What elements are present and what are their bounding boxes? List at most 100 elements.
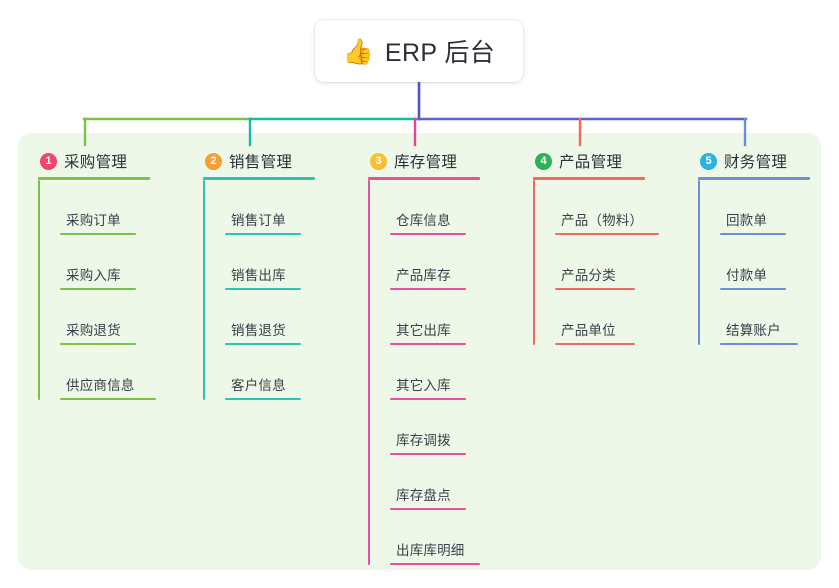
leaf-node[interactable]: 采购订单 <box>38 180 150 235</box>
leaf-node-label: 采购订单 <box>66 213 121 228</box>
leaf-node-label: 产品分类 <box>561 268 616 283</box>
leaf-node-underline <box>390 343 466 345</box>
leaf-node[interactable]: 回款单 <box>698 180 810 235</box>
leaf-node[interactable]: 产品单位 <box>533 290 645 345</box>
leaf-node-label: 客户信息 <box>231 378 286 393</box>
leaf-node-underline <box>225 233 301 235</box>
leaf-node-underline <box>390 233 466 235</box>
branch-leaf-list: 产品（物料） 产品分类产品单位 <box>533 180 659 345</box>
leaf-node-underline <box>225 343 301 345</box>
branch-spine <box>698 180 700 345</box>
leaf-node[interactable]: 付款单 <box>698 235 810 290</box>
leaf-node-label: 结算账户 <box>726 323 781 338</box>
leaf-node[interactable]: 销售出库 <box>203 235 315 290</box>
branch-leaf-list: 回款单付款单结算账户 <box>698 180 810 345</box>
leaf-node-underline <box>60 343 136 345</box>
leaf-node-underline <box>390 563 480 565</box>
branch-title: 库存管理 <box>394 154 458 171</box>
leaf-node-label: 产品（物料） <box>561 213 644 228</box>
leaf-node-underline <box>390 453 466 455</box>
leaf-node[interactable]: 产品库存 <box>368 235 480 290</box>
branch-header-underline <box>698 177 810 180</box>
branch-index-badge: 1 <box>40 152 57 170</box>
branch-leaf-list: 销售订单销售出库销售退货客户信息 <box>203 180 315 400</box>
leaf-node-label: 供应商信息 <box>66 378 135 393</box>
root-node-card[interactable]: 👍 ERP 后台 <box>315 20 523 82</box>
leaf-node-label: 其它出库 <box>396 323 451 338</box>
leaf-node[interactable]: 库存盘点 <box>368 455 480 510</box>
branch-index-badge: 2 <box>205 152 222 170</box>
branch-column-5: 5 财务管理回款单付款单结算账户 <box>698 150 810 345</box>
leaf-node-label: 其它入库 <box>396 378 451 393</box>
leaf-node[interactable]: 客户信息 <box>203 345 315 400</box>
leaf-node[interactable]: 库存调拨 <box>368 400 480 455</box>
leaf-node[interactable]: 销售退货 <box>203 290 315 345</box>
leaf-node[interactable]: 结算账户 <box>698 290 810 345</box>
branch-header-underline <box>38 177 150 180</box>
leaf-node-label: 销售退货 <box>231 323 286 338</box>
leaf-node[interactable]: 销售订单 <box>203 180 315 235</box>
leaf-node[interactable]: 采购退货 <box>38 290 150 345</box>
leaf-node[interactable]: 其它出库 <box>368 290 480 345</box>
thumbs-up-icon: 👍 <box>342 36 374 66</box>
branch-index-badge: 3 <box>370 152 387 170</box>
branch-panel-background <box>18 133 821 570</box>
leaf-node[interactable]: 供应商信息 <box>38 345 156 400</box>
leaf-node-underline <box>390 508 466 510</box>
branch-header-5[interactable]: 5 财务管理 <box>698 150 810 172</box>
leaf-node-underline <box>225 398 301 400</box>
branch-index-badge: 4 <box>535 152 552 170</box>
branch-column-4: 4 产品管理产品（物料） 产品分类产品单位 <box>533 150 659 345</box>
branch-title: 财务管理 <box>724 154 788 171</box>
branch-header-3[interactable]: 3 库存管理 <box>368 150 480 172</box>
branch-column-2: 2 销售管理销售订单销售出库销售退货客户信息 <box>203 150 315 400</box>
branch-column-1: 1 采购管理采购订单采购入库采购退货供应商信息 <box>38 150 156 400</box>
branch-index-badge: 5 <box>700 152 717 170</box>
branch-title: 采购管理 <box>64 154 128 171</box>
branch-spine <box>368 180 370 565</box>
leaf-node[interactable]: 其它入库 <box>368 345 480 400</box>
leaf-node-underline <box>60 288 136 290</box>
leaf-node-label: 仓库信息 <box>396 213 451 228</box>
leaf-node-label: 采购入库 <box>66 268 121 283</box>
leaf-node[interactable]: 仓库信息 <box>368 180 480 235</box>
leaf-node-underline <box>720 233 786 235</box>
branch-leaf-list: 采购订单采购入库采购退货供应商信息 <box>38 180 156 400</box>
leaf-node-label: 销售出库 <box>231 268 286 283</box>
leaf-node-underline <box>720 288 786 290</box>
branch-spine <box>38 180 40 400</box>
leaf-node-label: 产品库存 <box>396 268 451 283</box>
branch-title: 销售管理 <box>229 154 293 171</box>
leaf-node[interactable]: 产品分类 <box>533 235 645 290</box>
branch-spine <box>203 180 205 400</box>
leaf-node-underline <box>390 398 466 400</box>
branch-leaf-list: 仓库信息产品库存其它出库其它入库库存调拨库存盘点出库库明细 <box>368 180 480 565</box>
leaf-node-underline <box>225 288 301 290</box>
branch-header-underline <box>203 177 315 180</box>
branch-title: 产品管理 <box>559 154 623 171</box>
leaf-node-label: 采购退货 <box>66 323 121 338</box>
leaf-node[interactable]: 采购入库 <box>38 235 150 290</box>
leaf-node[interactable]: 产品（物料） <box>533 180 659 235</box>
leaf-node-label: 出库库明细 <box>396 543 465 558</box>
leaf-node-label: 库存盘点 <box>396 488 451 503</box>
leaf-node-underline <box>60 398 156 400</box>
root-node-title: ERP 后台 <box>384 39 496 67</box>
leaf-node[interactable]: 出库库明细 <box>368 510 480 565</box>
branch-header-underline <box>368 177 480 180</box>
leaf-node-underline <box>555 233 659 235</box>
branch-header-4[interactable]: 4 产品管理 <box>533 150 645 172</box>
branch-header-underline <box>533 177 645 180</box>
leaf-node-label: 回款单 <box>726 213 768 228</box>
branch-header-1[interactable]: 1 采购管理 <box>38 150 150 172</box>
leaf-node-underline <box>390 288 466 290</box>
branch-header-2[interactable]: 2 销售管理 <box>203 150 315 172</box>
branch-column-3: 3 库存管理仓库信息产品库存其它出库其它入库库存调拨库存盘点出库库明细 <box>368 150 480 565</box>
leaf-node-label: 产品单位 <box>561 323 616 338</box>
leaf-node-underline <box>60 233 136 235</box>
leaf-node-label: 库存调拨 <box>396 433 451 448</box>
leaf-node-underline <box>555 343 635 345</box>
leaf-node-underline <box>555 288 635 290</box>
leaf-node-label: 销售订单 <box>231 213 286 228</box>
